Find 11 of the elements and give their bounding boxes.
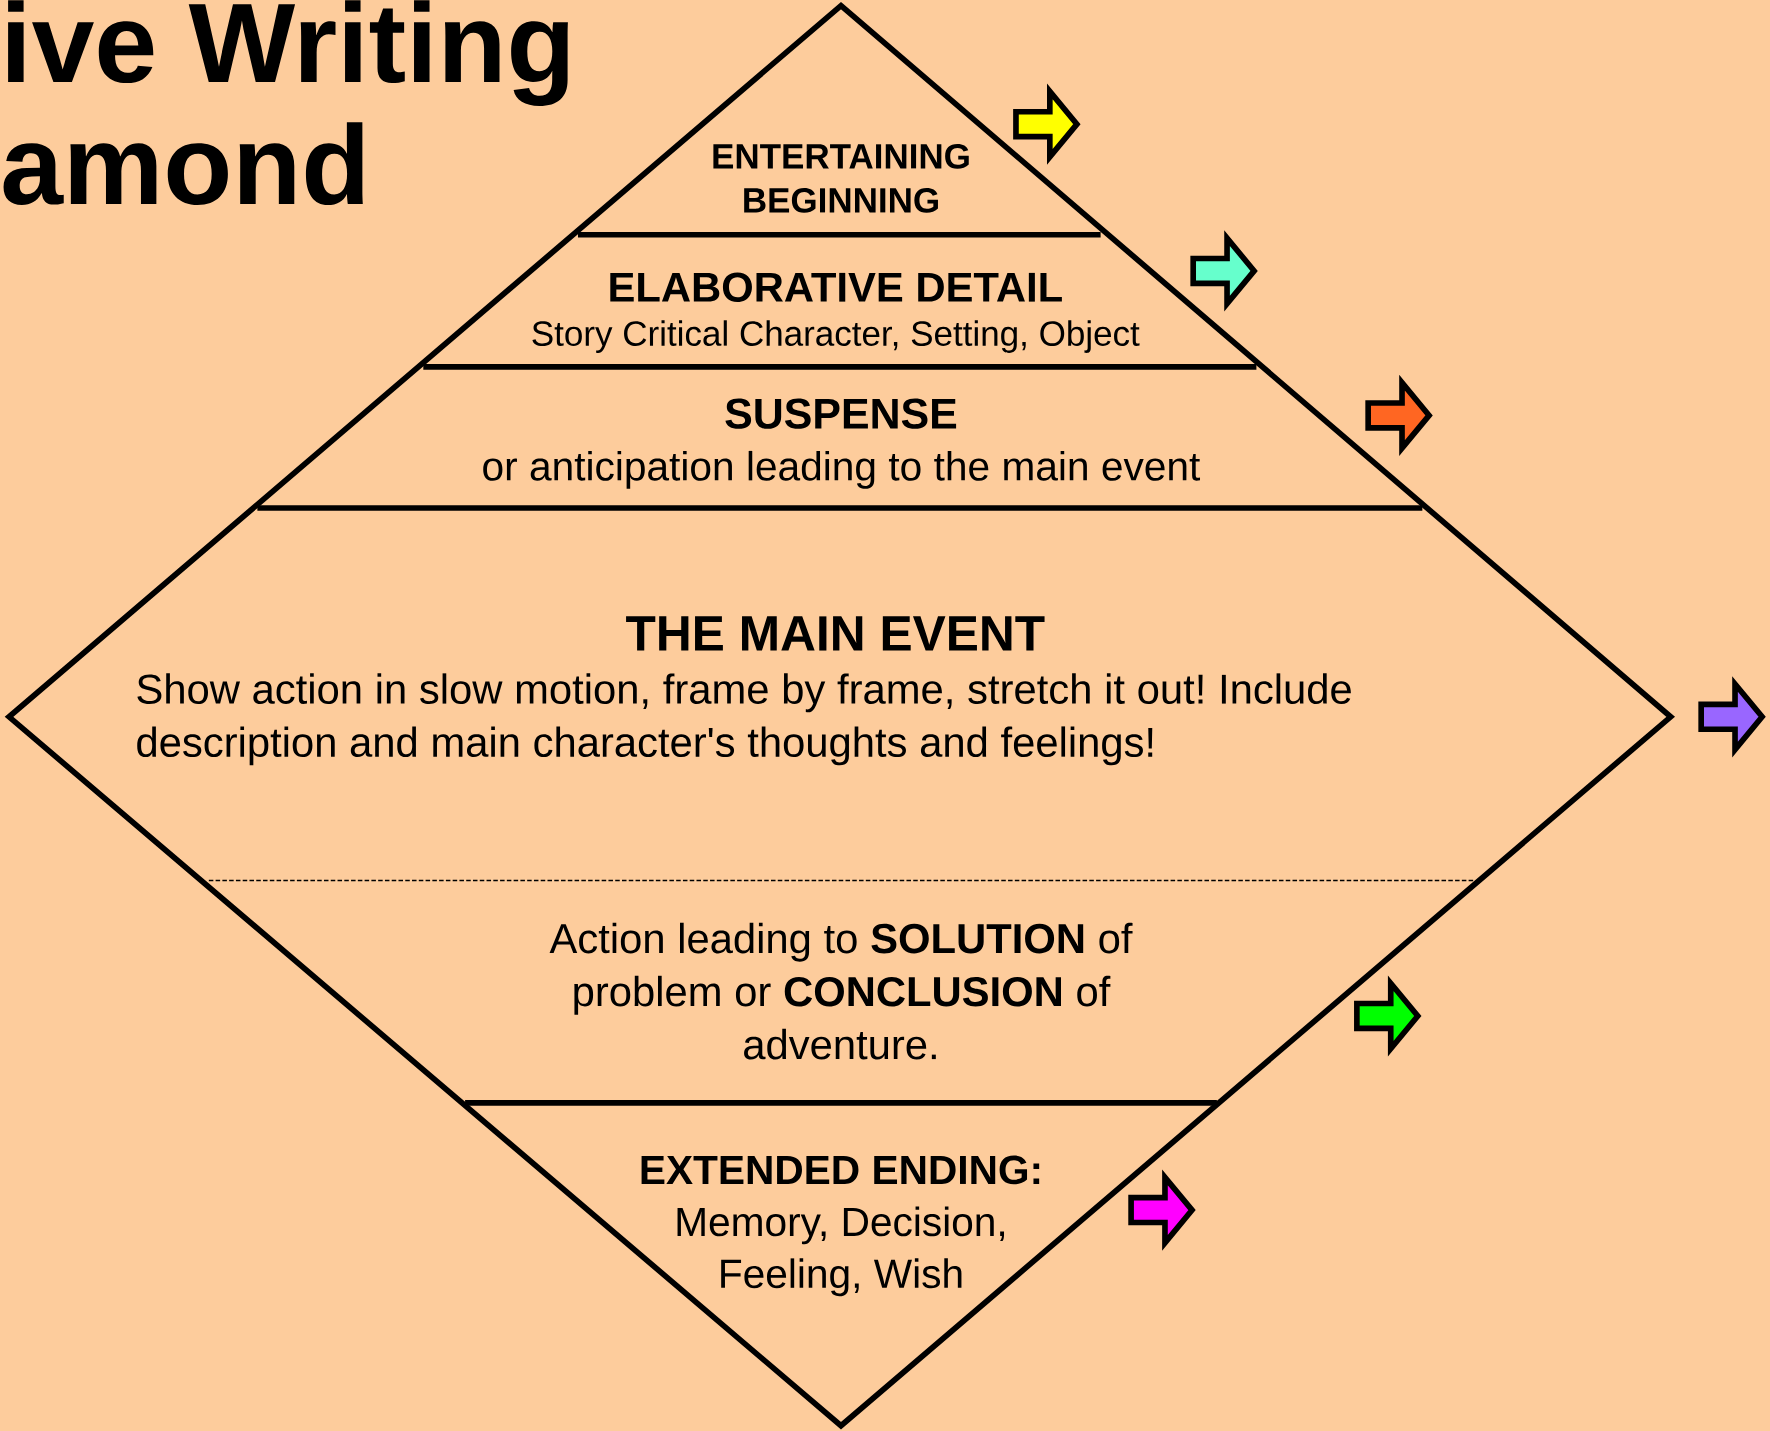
section-text: Show action in slow motion, frame by frame, stretch it out! Include description and main character's thoughts and feelings! — [137, 673, 1351, 766]
section-text: Memory, Decision, Feeling, Wish — [677, 1206, 1004, 1297]
title: ive Writing amond — [3, 0, 568, 205]
section-text: or anticipation leading to the main event — [483, 450, 1200, 489]
section-heading: SUSPENSE — [725, 398, 957, 429]
section-heading: ELABORATIVE DETAIL — [610, 272, 1062, 302]
section-heading: ENTERTAINING BEGINNING — [713, 143, 969, 213]
section-heading: EXTENDED ENDING: — [641, 1155, 1040, 1185]
section-heading: THE MAIN EVENT — [626, 616, 1045, 651]
section-text: Action leading to SOLUTION of problem or CONCLUSION of adventure. — [549, 922, 1133, 1060]
section-text: Story Critical Character, Setting, Object — [532, 320, 1140, 353]
